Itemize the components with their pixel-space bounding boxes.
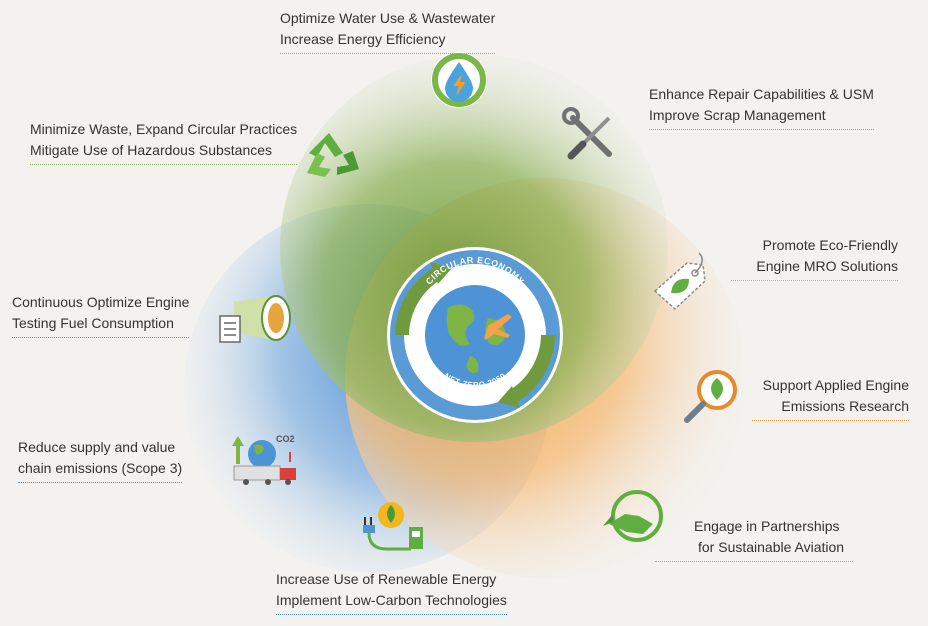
label-water-energy: Optimize Water Use & Wastewater Increase… [280,8,496,54]
eco-tag-icon [653,252,706,311]
label-eco-mro: Promote Eco-Friendly Engine MRO Solution… [731,235,898,281]
leaf-magnifier-icon [684,370,737,423]
co2-badge: CO2 [276,434,295,444]
label-renewable-energy: Increase Use of Renewable Energy Impleme… [276,569,507,615]
renewable-energy-icon [363,502,423,551]
handshake-icon [603,490,663,542]
wrench-screwdriver-icon [562,107,612,160]
label-repair-scrap: Enhance Repair Capabilities & USM Improv… [649,84,874,130]
circular-economy-emblem: CIRCULAR ECONOMY NET ZERO 2050 [387,247,563,423]
label-engine-testing: Continuous Optimize Engine Testing Fuel … [12,292,190,338]
airplane-icon [484,314,512,340]
label-scope3: Reduce supply and value chain emissions … [18,437,183,483]
label-partnerships: Engage in Partnerships for Sustainable A… [655,516,853,562]
supply-chain-icon: CO2 [232,434,296,485]
label-waste-circular: Minimize Waste, Expand Circular Practice… [30,119,298,165]
water-energy-icon [431,52,487,108]
engine-checklist-icon [219,295,291,343]
label-emissions-research: Support Applied Engine Emissions Researc… [752,375,909,421]
recycle-icon [307,133,359,177]
